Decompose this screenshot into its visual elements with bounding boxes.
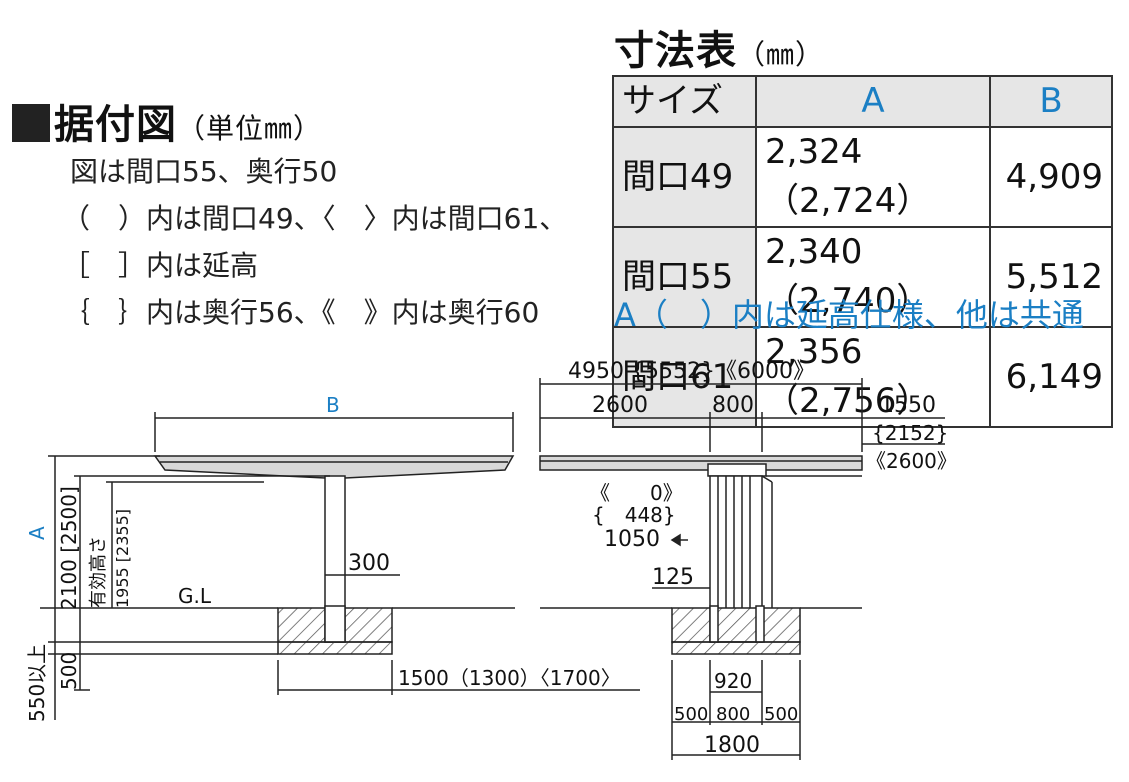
segment-2600-label: 2600 [592,393,648,418]
install-drawing-unit: （単位㎜） [177,112,323,145]
segment-1550-label: 1550 [880,393,936,418]
offset-50-label: 1050 [604,527,660,552]
table-header-size: サイズ [612,75,757,128]
dimension-table-title: 寸法表 [614,28,737,74]
footing-920-label: 920 [714,669,752,693]
footing-width-label: 1500（1300）〈1700〉 [398,666,621,690]
dimension-table-unit: （㎜） [737,38,825,71]
footing-left-label: 500 [674,704,708,725]
label-a: A [25,526,49,540]
table-cell-b: 4,909 [989,126,1113,228]
table-cell-size: 間口61 [612,326,757,428]
offset-56-label: { 448} [592,503,676,527]
square-mark-icon [12,104,50,142]
side-view-drawing [40,412,640,720]
table-cell-b: 6,149 [989,326,1113,428]
footing-total-label: 1800 [704,733,760,758]
post-gap-label: 125 [652,565,694,590]
dimension-table: サイズ A B 間口49 2,324（2,724） 4,909 間口55 2,3… [612,75,1113,428]
install-drawing-heading: 据付図（単位㎜） [12,92,322,150]
table-cell-a: 2,340（2,740） [755,226,991,328]
note-line-1: 図は間口55、奥行50 [70,155,338,188]
table-cell-size: 間口49 [612,126,757,228]
table-header-b: B [989,75,1113,128]
table-cell-a: 2,324（2,724） [755,126,991,228]
front-view-drawing [539,378,945,760]
effective-height-word: 有効高さ [88,536,109,608]
table-cell-size: 間口55 [612,226,757,328]
segment-800-label: 800 [712,393,754,418]
segment-2152-label: {2152} [872,421,948,445]
table-row: 間口55 2,340（2,740） 5,512 [612,226,1113,328]
install-drawing-title: 据付図 [54,102,177,148]
offset-60-label: 《 0》 [590,481,683,505]
min-depth-label: 550以上 [25,644,49,722]
table-footnote: A（ ）内は延高仕様、他は共通 [614,296,1084,334]
footing-right-label: 500 [764,704,798,725]
segment-2600-alt-label: 《2600》 [866,449,957,473]
table-row: 間口61 2,356（2,756） 6,149 [612,326,1113,428]
gl-label: G.L [178,584,212,608]
table-cell-b: 5,512 [989,226,1113,328]
note-line-4: ｛ ｝内は奥行56、《 》内は奥行60 [62,296,540,329]
table-cell-a: 2,356（2,756） [755,326,991,428]
footing-mid-label: 800 [716,704,750,725]
effective-height-label: 1955 [2355] [113,509,132,608]
dimension-table-heading: 寸法表（㎜） [614,18,824,76]
note-line-2: （ ）内は間口49、〈 〉内は間口61、 [62,202,568,235]
table-header-a: A [755,75,991,128]
post-width-label: 300 [348,551,390,576]
note-line-3: ［ ］内は延高 [62,249,259,282]
total-length-label: 4950 {5552}《6000》 [568,359,815,384]
label-b: B [326,393,340,417]
table-header-row: サイズ A B [612,75,1113,128]
table-row: 間口49 2,324（2,724） 4,909 [612,126,1113,228]
foundation-depth-label: 500 [57,652,81,690]
height-main-label: 2100 [2500] [57,486,81,610]
